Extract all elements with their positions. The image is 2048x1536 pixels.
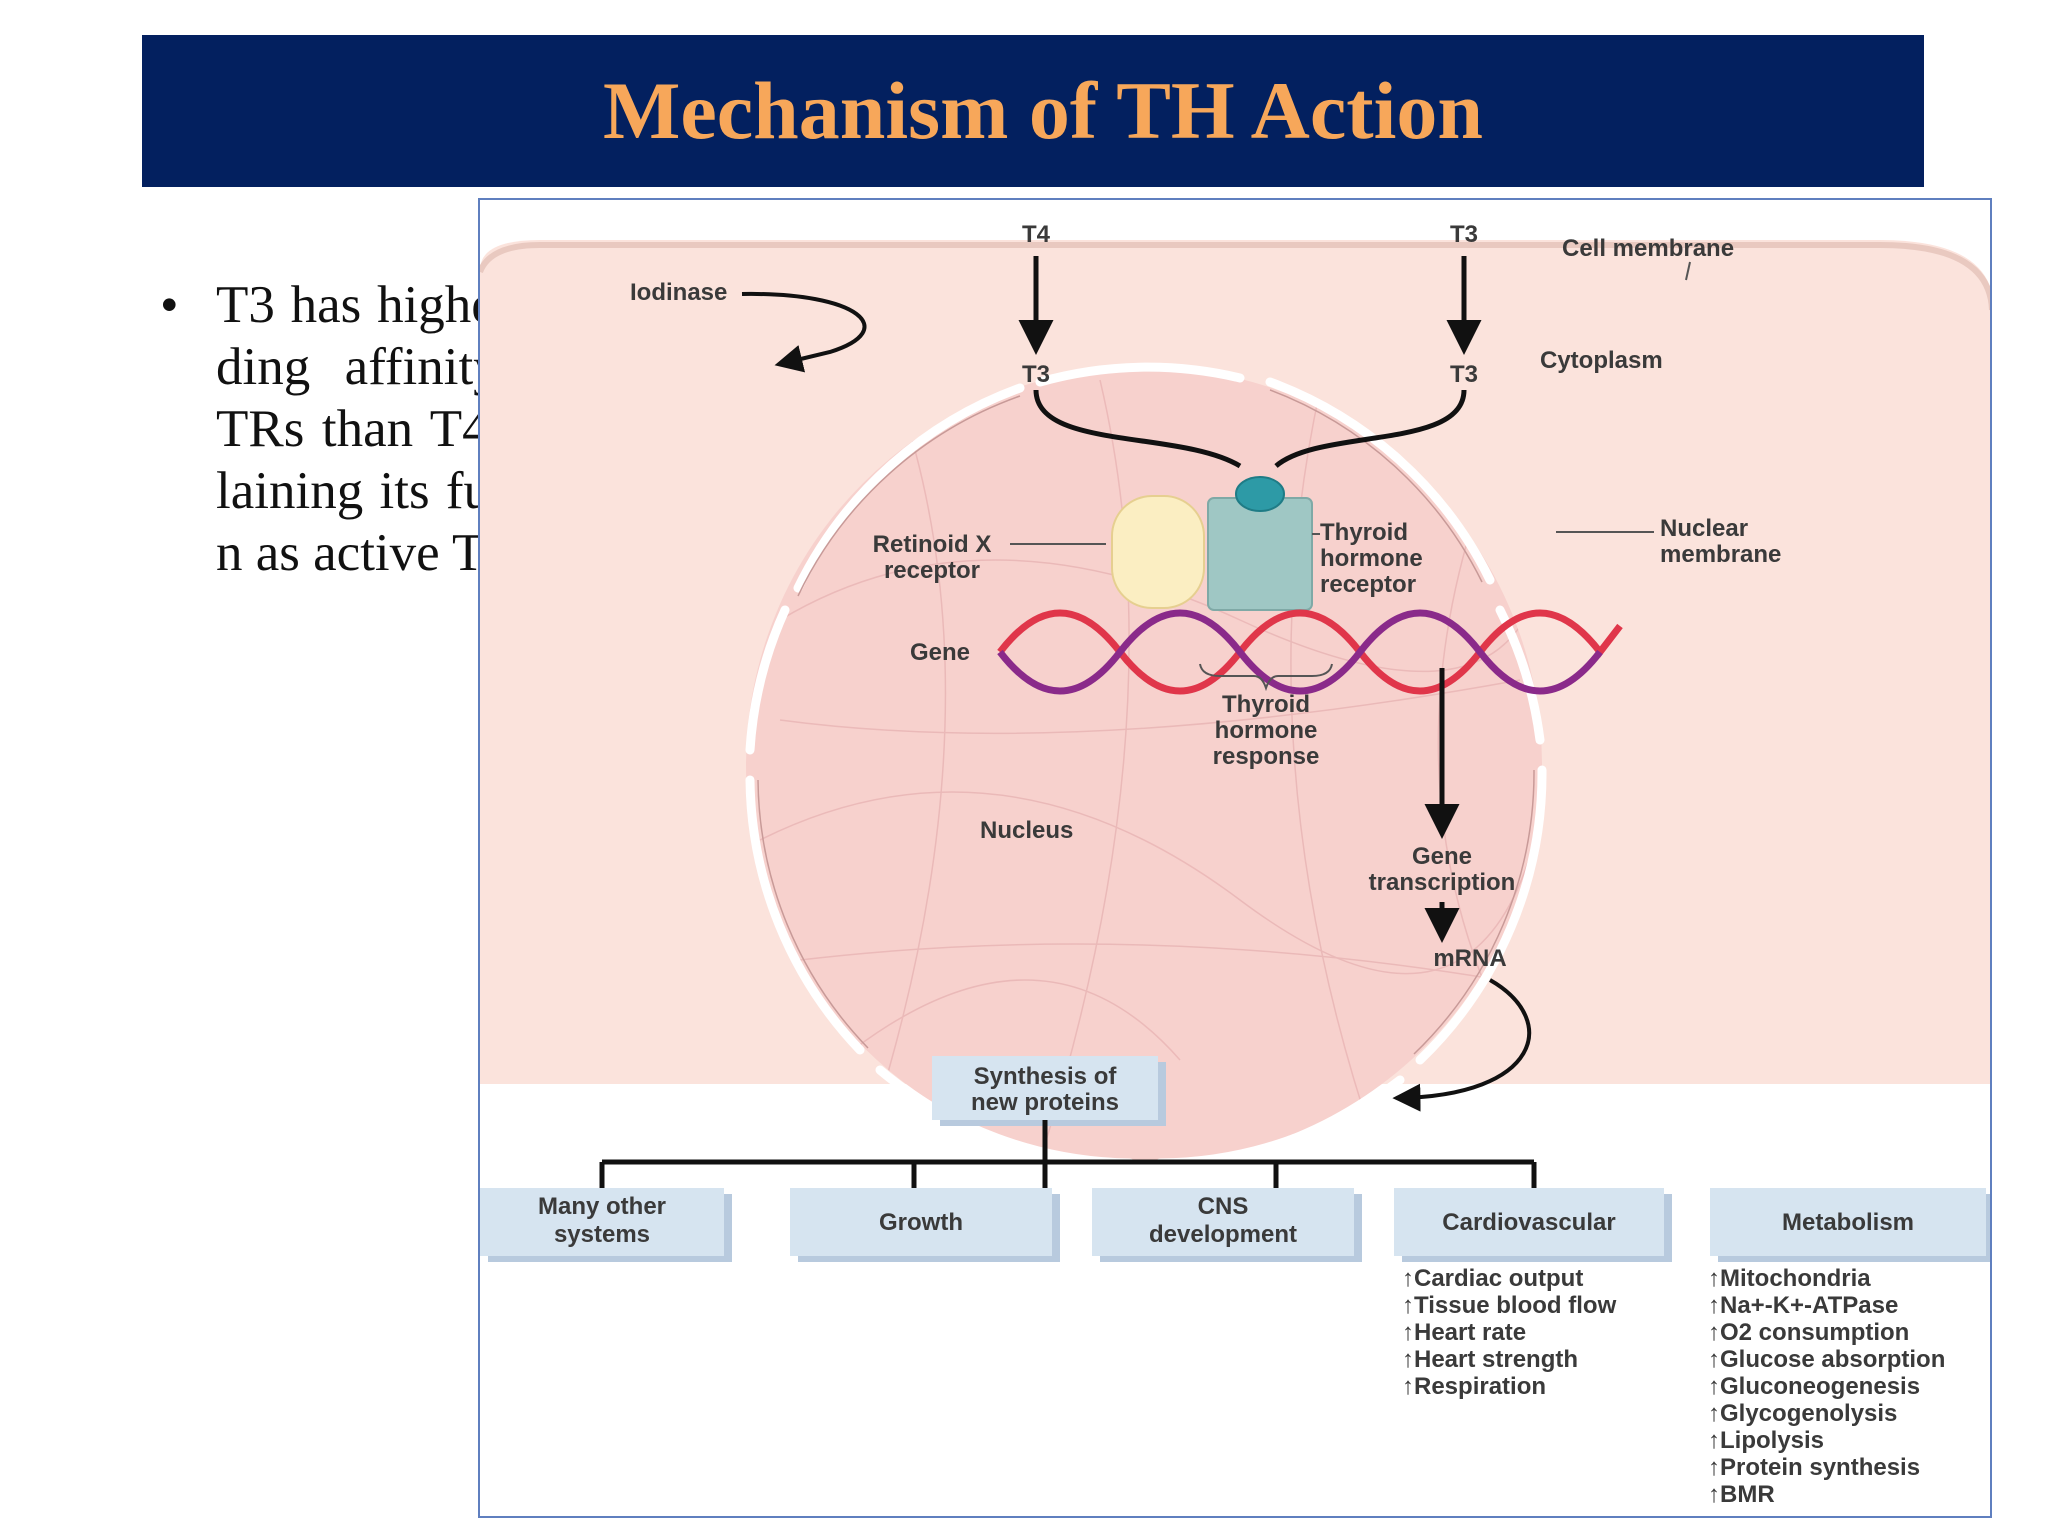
cardiovascular-item: ↑Heart strength <box>1402 1346 1578 1373</box>
effect-box-growth: Growth <box>790 1188 1060 1262</box>
metabolism-item: ↑Glucose absorption <box>1708 1346 1945 1373</box>
mechanism-diagram: T4 T3 T3 T3 Iodinase Cell membrane Cytop… <box>480 221 1990 1508</box>
retinoid-x-receptor-shape <box>1111 495 1205 609</box>
iodinase-arrow <box>741 291 867 373</box>
nuclear-membrane-label-2: membrane <box>1660 541 1781 568</box>
rxr-label-2: receptor <box>884 557 980 584</box>
t3-left-path <box>1033 389 1242 469</box>
effect-cns-2: development <box>1149 1221 1297 1248</box>
t3-top-label: T3 <box>1450 221 1478 248</box>
thr-label-1: Thyroid <box>1320 519 1408 546</box>
effect-box-many-other: Many other systems <box>480 1188 732 1262</box>
effect-box-metabolism: Metabolism <box>1710 1188 1990 1262</box>
cardiovascular-item: ↑Respiration <box>1402 1373 1546 1400</box>
cardiovascular-item: ↑Cardiac output <box>1402 1265 1583 1292</box>
nucleus-circle <box>746 367 1542 1163</box>
mechanism-figure: T4 T3 T3 T3 Iodinase Cell membrane Cytop… <box>478 198 1992 1518</box>
iodinase-label: Iodinase <box>630 279 727 306</box>
rxr-label-1: Retinoid X <box>873 531 992 558</box>
effect-box-cns: CNS development <box>1092 1188 1362 1262</box>
nuclear-envelope <box>745 362 1547 1168</box>
effect-metabolism: Metabolism <box>1782 1209 1914 1236</box>
t3-hormone-shape <box>1235 476 1285 512</box>
metabolism-item: ↑O2 consumption <box>1708 1319 1909 1346</box>
title-bar: Mechanism of TH Action <box>142 35 1924 187</box>
t4-top-label: T4 <box>1022 221 1051 248</box>
synthesis-box <box>932 1056 1158 1120</box>
metabolism-item: ↑BMR <box>1708 1481 1775 1508</box>
cardiovascular-item: ↑Tissue blood flow <box>1402 1292 1617 1319</box>
gene-transcription-label-1: Gene <box>1412 843 1472 870</box>
t3-right-label: T3 <box>1450 361 1478 388</box>
nuclear-membrane-label-1: Nuclear <box>1660 515 1748 542</box>
slide-title: Mechanism of TH Action <box>603 65 1483 156</box>
bullet-dot: • <box>160 276 179 334</box>
cell-membrane-label: Cell membrane <box>1562 235 1734 262</box>
cytoplasm-label: Cytoplasm <box>1540 347 1663 374</box>
cardiovascular-list: ↑Cardiac output↑Tissue blood flow↑Heart … <box>1402 1265 1617 1400</box>
effect-growth: Growth <box>879 1209 963 1236</box>
metabolism-item: ↑Gluconeogenesis <box>1708 1373 1920 1400</box>
t3-left-label: T3 <box>1022 361 1050 388</box>
cardiovascular-item: ↑Heart rate <box>1402 1319 1526 1346</box>
mrna-label: mRNA <box>1433 945 1506 972</box>
thr-label-3: receptor <box>1320 571 1416 598</box>
thr-response-label-3: response <box>1213 743 1320 770</box>
cell-membrane-line <box>480 242 1990 311</box>
dna-strand-red <box>997 609 1623 695</box>
metabolism-item: ↑Lipolysis <box>1708 1427 1824 1454</box>
effect-many-other-2: systems <box>554 1221 650 1248</box>
nucleus-label: Nucleus <box>980 817 1073 844</box>
synthesis-label-2: new proteins <box>971 1089 1119 1116</box>
effect-cns-1: CNS <box>1198 1193 1249 1220</box>
effect-cardiovascular: Cardiovascular <box>1442 1209 1615 1236</box>
metabolism-item: ↑Na+-K+-ATPase <box>1708 1292 1898 1319</box>
effect-box-cardiovascular: Cardiovascular <box>1394 1188 1672 1262</box>
thr-response-label-1: Thyroid <box>1222 691 1310 718</box>
metabolism-item: ↑Glycogenolysis <box>1708 1400 1897 1427</box>
metabolism-item: ↑Mitochondria <box>1708 1265 1871 1292</box>
mrna-to-protein-arrow <box>1392 978 1531 1112</box>
thr-response-label-2: hormone <box>1215 717 1318 744</box>
synthesis-label-1: Synthesis of <box>974 1063 1118 1090</box>
thyroid-hormone-receptor-shape <box>1207 497 1313 611</box>
metabolism-item: ↑Protein synthesis <box>1708 1454 1920 1481</box>
metabolism-list: ↑Mitochondria↑Na+-K+-ATPase↑O2 consumpti… <box>1708 1265 1945 1508</box>
effect-many-other-1: Many other <box>538 1193 666 1220</box>
thr-label-2: hormone <box>1320 545 1423 572</box>
gene-transcription-label-2: transcription <box>1369 869 1516 896</box>
gene-label: Gene <box>910 639 970 666</box>
effect-tree-lines <box>599 1120 1537 1190</box>
t3-right-path <box>1274 389 1467 468</box>
dna-strand-purple <box>997 609 1603 695</box>
